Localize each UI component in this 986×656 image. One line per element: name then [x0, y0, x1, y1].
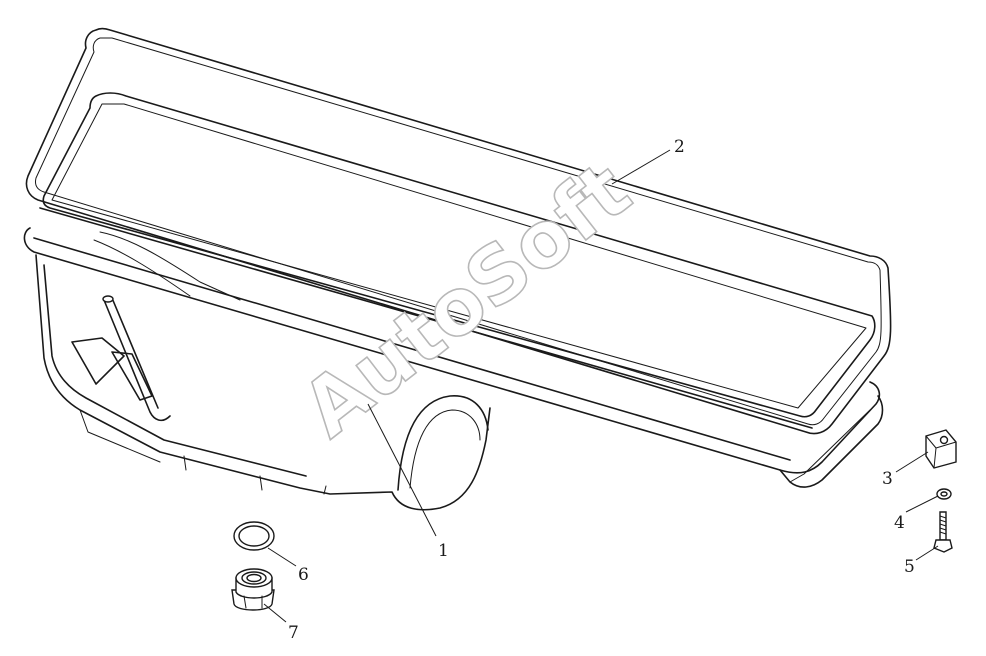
leader-lines [263, 149, 939, 623]
clamp-bracket [925, 429, 957, 469]
callout-3: 3 [882, 469, 893, 489]
o-ring [233, 521, 275, 551]
callout-1: 1 [438, 541, 449, 561]
callout-2: 2 [674, 137, 685, 157]
oil-pan-gasket [25, 27, 892, 435]
callout-5: 5 [904, 557, 915, 577]
callout-7: 7 [288, 623, 299, 643]
callout-labels: 1 2 3 4 5 6 7 [288, 137, 915, 643]
callout-4: 4 [894, 513, 905, 533]
washer [936, 488, 952, 500]
drain-plug [231, 568, 275, 611]
watermark-text: AutoSoft [286, 145, 647, 455]
bolt [933, 511, 953, 553]
oil-pan-body [23, 227, 884, 511]
callout-6: 6 [298, 565, 309, 585]
